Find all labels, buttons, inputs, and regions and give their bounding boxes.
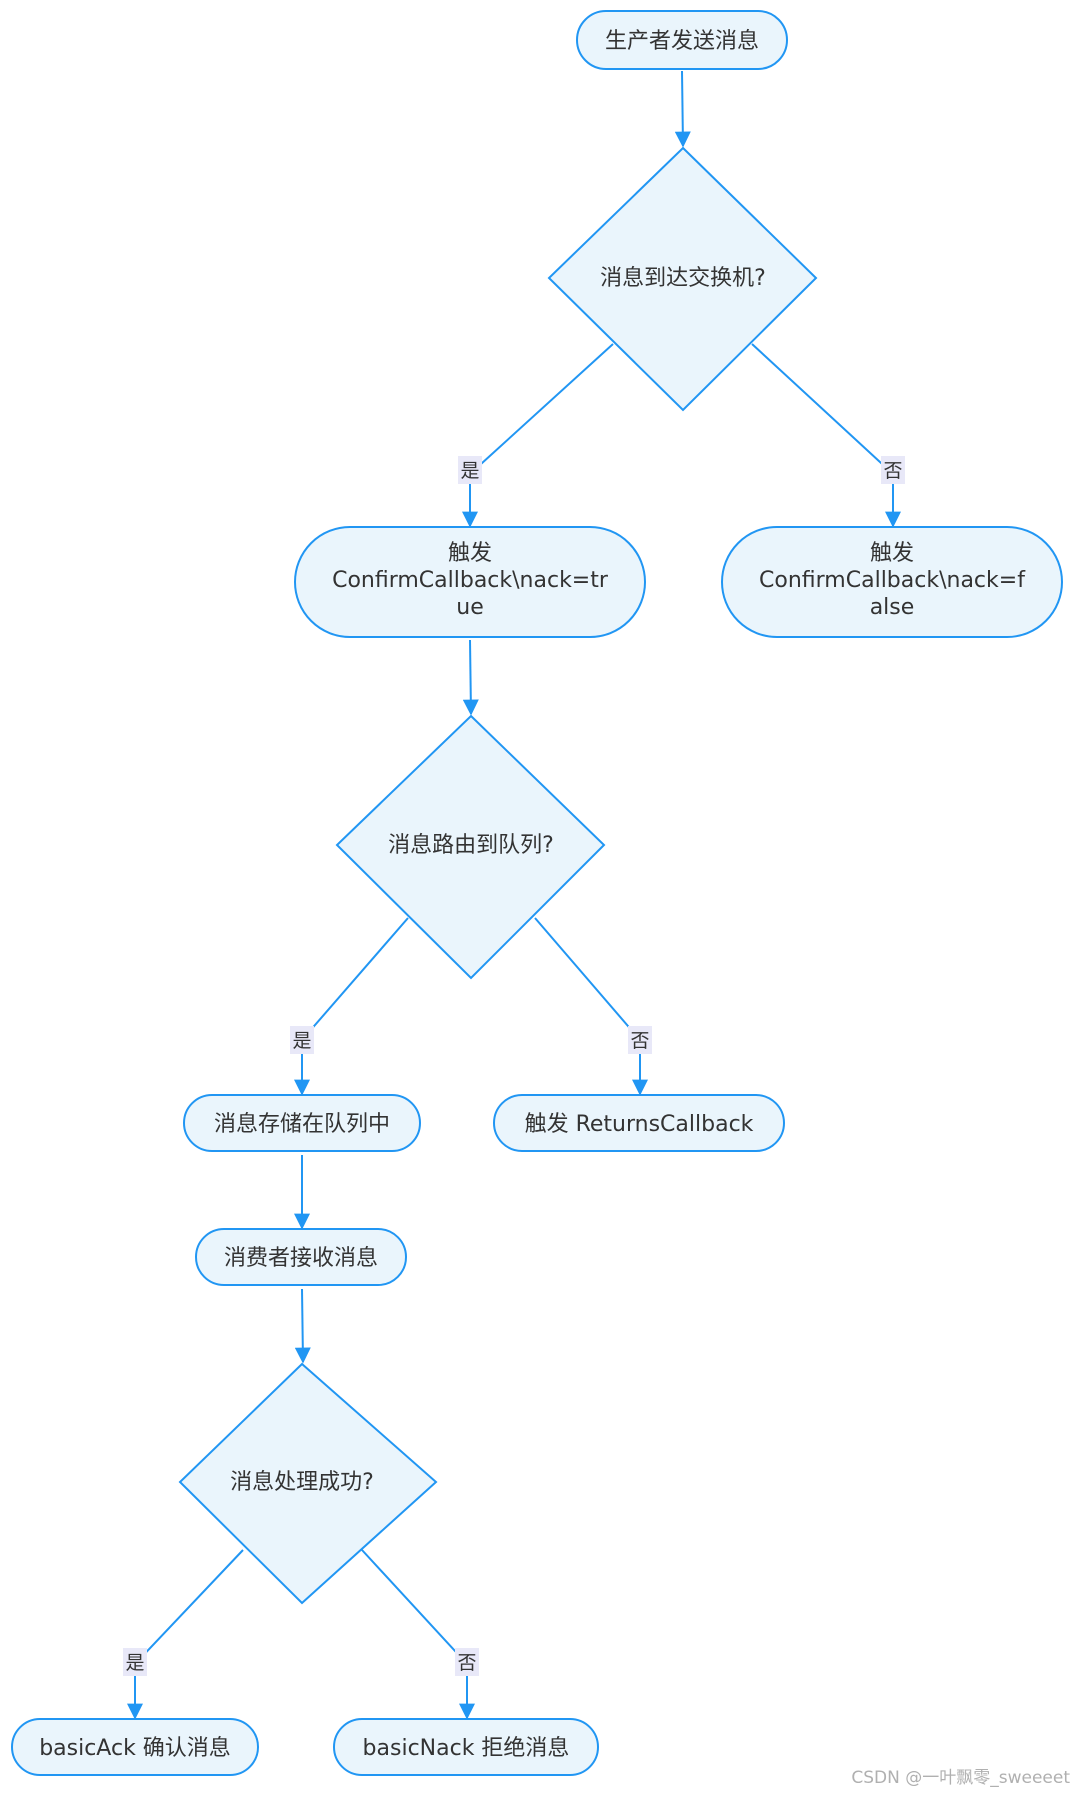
node-basic-nack bbox=[333, 1718, 599, 1776]
node-returns bbox=[493, 1094, 785, 1152]
node-stored-label: 消息存储在队列中 bbox=[214, 1112, 390, 1137]
decision-process bbox=[178, 1362, 438, 1605]
edge-exchange-no bbox=[751, 343, 901, 528]
edge-label-yes-2: 是 bbox=[292, 1030, 311, 1052]
node-stored bbox=[183, 1094, 421, 1152]
node-basic-ack-label: basicAck 确认消息 bbox=[39, 1736, 231, 1761]
node-start bbox=[576, 10, 788, 70]
edge-process-no bbox=[361, 1549, 475, 1720]
node-start-label: 生产者发送消息 bbox=[605, 29, 759, 54]
node-confirm-true bbox=[294, 526, 646, 638]
edge-process-yes bbox=[127, 1549, 244, 1720]
edge-label-no-2: 否 bbox=[630, 1030, 649, 1052]
node-consumer bbox=[195, 1228, 407, 1286]
node-consumer-label: 消费者接收消息 bbox=[224, 1246, 378, 1271]
edge-consumer-to-process bbox=[294, 1288, 311, 1364]
edge-queue-no bbox=[534, 917, 648, 1096]
edge-start-to-exchange bbox=[674, 70, 691, 148]
decision-exchange bbox=[547, 146, 818, 412]
decision-process-label: 消息处理成功? bbox=[230, 1470, 374, 1495]
edge-label-yes-3: 是 bbox=[125, 1652, 144, 1674]
decision-queue-label: 消息路由到队列? bbox=[388, 833, 554, 858]
edge-exchange-yes bbox=[462, 343, 614, 528]
decision-exchange-label: 消息到达交换机? bbox=[600, 266, 766, 291]
edge-label-no-3: 否 bbox=[457, 1652, 476, 1674]
edge-queue-yes bbox=[294, 917, 409, 1096]
decision-queue bbox=[335, 714, 606, 980]
node-basic-nack-label: basicNack 拒绝消息 bbox=[363, 1736, 570, 1761]
node-basic-ack bbox=[11, 1718, 259, 1776]
node-confirm-false bbox=[721, 526, 1063, 638]
node-returns-label: 触发 ReturnsCallback bbox=[525, 1112, 754, 1137]
edge-label-yes-1: 是 bbox=[460, 460, 479, 482]
edge-label-no-1: 否 bbox=[883, 460, 902, 482]
edge-true-to-queue bbox=[462, 639, 479, 716]
watermark: CSDN @一叶飘零_sweeeet bbox=[851, 1768, 1070, 1788]
